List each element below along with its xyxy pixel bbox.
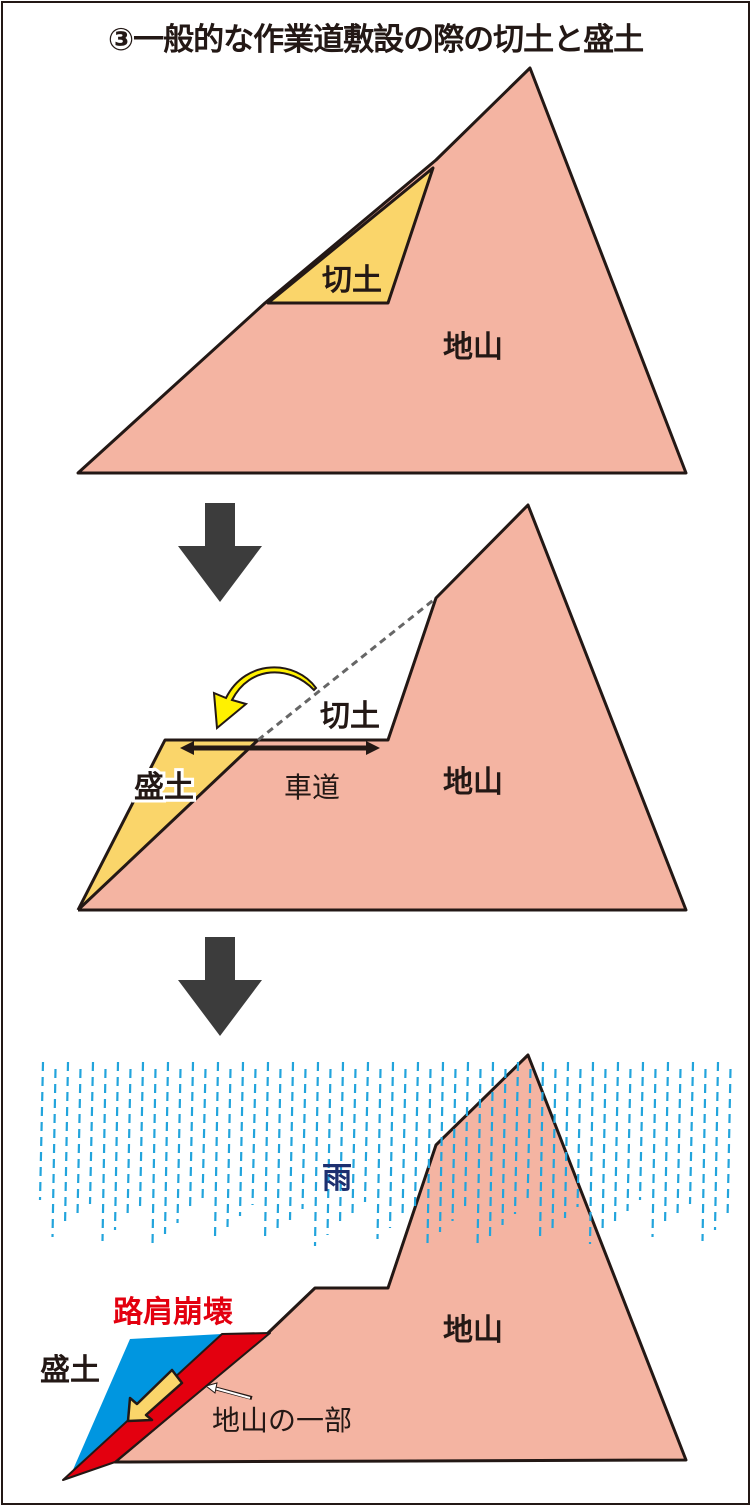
fill-soil-label: 盛土 bbox=[134, 770, 194, 805]
rain-streak bbox=[638, 1061, 645, 1201]
fill-soil-label: 盛土 bbox=[40, 1353, 100, 1388]
rain-streak bbox=[276, 1068, 282, 1232]
collapse-direction-arrow-icon bbox=[126, 1368, 184, 1423]
rain-streak bbox=[438, 1061, 445, 1233]
rain-streak bbox=[463, 1061, 470, 1211]
rain-streak bbox=[301, 1068, 307, 1210]
rain-streak bbox=[401, 1068, 407, 1218]
rain-streak bbox=[513, 1061, 520, 1215]
shoulder-collapse-label: 路肩崩壊 bbox=[113, 1295, 233, 1330]
road-width-arrow-icon bbox=[180, 741, 380, 755]
rain-streak bbox=[326, 1068, 332, 1236]
panel-2-road-construction: 切土 盛土 車道 地山 bbox=[76, 503, 688, 912]
rain-streak bbox=[351, 1068, 357, 1214]
cut-soil-label: 切土 bbox=[320, 699, 380, 734]
rain-streak bbox=[213, 1061, 220, 1239]
rain-streak bbox=[626, 1068, 632, 1212]
original-slope-line bbox=[76, 738, 260, 912]
rain-streak bbox=[126, 1068, 132, 1220]
rain-streak bbox=[663, 1061, 670, 1227]
rain-streak bbox=[188, 1061, 195, 1213]
panel-3-rain-collapse: 雨 路肩崩壊 盛土 地山の一部 地山 bbox=[38, 1053, 732, 1481]
cut-soil-area bbox=[266, 166, 435, 305]
rain-streak bbox=[51, 1068, 57, 1238]
ground-mountain bbox=[78, 505, 686, 910]
rain-streak bbox=[388, 1061, 395, 1229]
ground-label: 地山 bbox=[443, 765, 503, 800]
ground-mountain bbox=[113, 1053, 688, 1464]
rain-streak bbox=[138, 1061, 145, 1209]
rain-streak bbox=[651, 1068, 657, 1238]
rain-streak bbox=[88, 1061, 95, 1205]
rain-streak bbox=[576, 1068, 582, 1208]
rain-streak bbox=[551, 1068, 557, 1230]
slope-outline bbox=[76, 503, 688, 912]
rain-streak bbox=[376, 1068, 382, 1240]
rain-streak bbox=[238, 1061, 245, 1217]
rain-streak bbox=[451, 1068, 457, 1222]
rain-streak bbox=[726, 1068, 732, 1220]
rain-streak bbox=[713, 1061, 720, 1231]
ground-label: 地山 bbox=[443, 1313, 503, 1348]
rain-streak bbox=[101, 1068, 107, 1242]
rain-streak bbox=[251, 1068, 257, 1206]
rain-streak bbox=[613, 1061, 620, 1223]
ground-part-label: 地山の一部 bbox=[212, 1404, 352, 1437]
road-label: 車道 bbox=[284, 771, 340, 804]
rain-streak bbox=[176, 1068, 182, 1224]
rain-streak bbox=[288, 1061, 295, 1221]
rain-streak bbox=[413, 1061, 420, 1207]
rain-streak bbox=[201, 1068, 207, 1202]
cut-soil-label: 切土 bbox=[322, 263, 382, 298]
rain-streak bbox=[676, 1068, 682, 1216]
rain-streak bbox=[313, 1061, 320, 1247]
rain-streak bbox=[163, 1061, 170, 1235]
rain-streak bbox=[501, 1068, 507, 1226]
rain-streak bbox=[526, 1068, 532, 1204]
rain-drops bbox=[38, 1061, 732, 1248]
rain-streak bbox=[601, 1068, 607, 1234]
rain-streak bbox=[226, 1068, 232, 1228]
rain-streak bbox=[363, 1061, 370, 1203]
rain-streak bbox=[688, 1061, 695, 1205]
down-arrow-icon bbox=[178, 937, 262, 1036]
original-slope-dashed-line bbox=[257, 596, 437, 742]
rain-streak bbox=[588, 1061, 595, 1245]
panel-1-original-slope: 切土 地山 bbox=[76, 66, 688, 475]
pointer-arrow-icon bbox=[204, 1382, 253, 1400]
rain-streak bbox=[563, 1061, 570, 1219]
rain-streak bbox=[263, 1061, 270, 1243]
down-arrow-icon bbox=[178, 503, 262, 602]
rain-streak bbox=[701, 1068, 707, 1242]
rain-streak bbox=[338, 1061, 345, 1225]
rain-streak bbox=[63, 1061, 70, 1227]
page-title: ③一般的な作業道敷設の際の切土と盛土 bbox=[107, 22, 644, 58]
rain-streak bbox=[113, 1061, 120, 1231]
rain-streak bbox=[151, 1068, 157, 1246]
curved-arrow-icon bbox=[212, 666, 318, 730]
ground-label: 地山 bbox=[443, 330, 503, 365]
rain-streak bbox=[38, 1061, 45, 1201]
rain-label: 雨 bbox=[322, 1161, 352, 1196]
rain-streak bbox=[76, 1068, 82, 1216]
